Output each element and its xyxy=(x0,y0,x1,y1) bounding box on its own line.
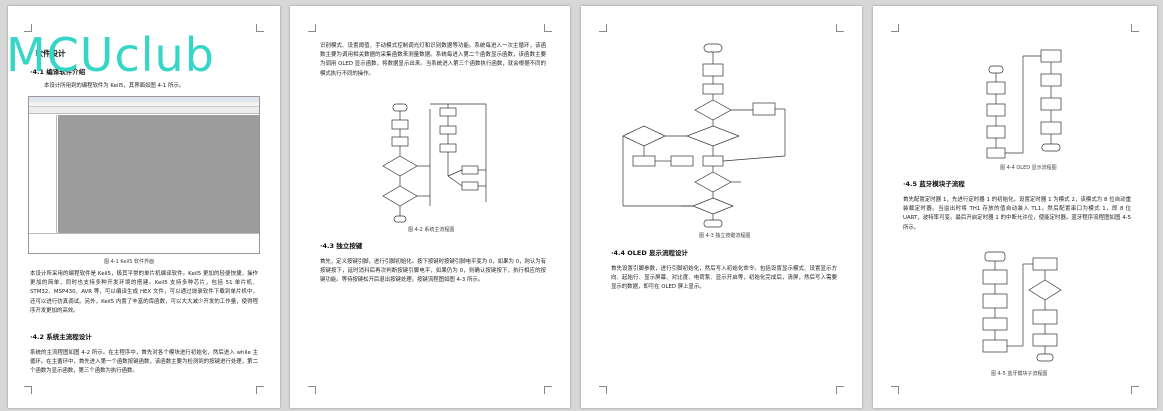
keil5-screenshot xyxy=(28,96,260,254)
margin-mark xyxy=(308,24,316,32)
ss-build-output xyxy=(29,233,259,253)
body-paragraph: 首先，定义按键引脚，进行引脚初始化。按下按键时按键引脚电平变为 0，如果为 0，… xyxy=(320,259,546,284)
page-4[interactable]: 图 4-4 OLED 显示流程图 ·4.5 蓝牙模块子流程 首先配置定时器 1，… xyxy=(873,6,1157,408)
margin-mark xyxy=(891,386,899,394)
body-paragraph: 系统的主流程图如图 4-2 所示。在主程序中，首先对各个模块进行初始化，然后进入… xyxy=(30,350,258,375)
margin-mark xyxy=(599,386,607,394)
page-3[interactable]: 图 4-3 独立按键流程图 ·4.4 OLED 显示流程设计 首先设置引脚参数，… xyxy=(581,6,862,408)
ss-toolbar xyxy=(29,107,259,114)
margin-mark xyxy=(544,24,552,32)
margin-mark xyxy=(1131,386,1139,394)
section-heading: · 软件设计 xyxy=(30,49,66,58)
margin-mark xyxy=(836,386,844,394)
margin-mark xyxy=(24,24,32,32)
margin-mark xyxy=(308,386,316,394)
margin-mark xyxy=(24,386,32,394)
figure-caption: 图 4-3 独立按键流程图 xyxy=(699,233,751,239)
subsection-heading: ·4.1 编译软件介绍 xyxy=(30,68,86,76)
margin-mark xyxy=(1131,24,1139,32)
ss-project-panel xyxy=(29,115,57,233)
key-flowchart xyxy=(622,43,786,228)
figure-caption: 图 4-5 蓝牙模块子流程图 xyxy=(991,371,1048,377)
figure-caption: 图 4-1 Keil5 软件界面 xyxy=(104,259,155,265)
margin-mark xyxy=(599,24,607,32)
page-1[interactable]: · 软件设计 ·4.1 编译软件介绍 本设计所用到的编程软件为 Keil5，其界… xyxy=(8,6,280,408)
figure-caption: 图 4-2 系统主流程图 xyxy=(408,227,455,233)
margin-mark xyxy=(544,386,552,394)
margin-mark xyxy=(256,24,264,32)
margin-mark xyxy=(256,386,264,394)
margin-mark xyxy=(836,24,844,32)
ss-editor-area xyxy=(58,115,259,233)
ss-titlebar xyxy=(29,97,259,102)
section-heading-4-4: ·4.4 OLED 显示流程设计 xyxy=(611,249,689,257)
watermark-logo: MCUclub xyxy=(6,28,215,82)
body-paragraph: 本设计所采用的编程软件是 Keil5，极其平常的单片机编译软件。Keil5 更加… xyxy=(30,271,258,314)
page-2[interactable]: 识别模式、设置阈值、手动模式控制调光灯和识别数据等功能。系统每进入一次主循环，该… xyxy=(290,6,570,408)
section-heading-4-3: ·4.3 独立按键 xyxy=(320,242,363,250)
body-paragraph: 首先设置引脚参数，进行引脚初始化，然后写入初始化命令。包括设置显示模式、设置显示… xyxy=(611,266,837,291)
intro-paragraph: 本设计所用到的编程软件为 Keil5，其界面如图 4-1 所示。 xyxy=(44,83,185,89)
section-heading-4-2: ·4.2 系统主流程设计 xyxy=(30,333,92,341)
figure-caption: 图 4-4 OLED 显示流程图 xyxy=(1000,165,1057,171)
main-flowchart xyxy=(382,103,487,223)
oled-flowchart xyxy=(982,49,1062,362)
body-paragraph: 首先配置定时器 1，先进行定时器 1 的初始化，设置定时器 1 为模式 2，该模… xyxy=(903,197,1131,231)
margin-mark xyxy=(891,24,899,32)
section-heading-4-5: ·4.5 蓝牙模块子流程 xyxy=(903,180,965,188)
ss-menubar xyxy=(29,102,259,107)
body-paragraph: 识别模式、设置阈值、手动模式控制调光灯和识别数据等功能。系统每进入一次主循环，该… xyxy=(320,43,546,77)
